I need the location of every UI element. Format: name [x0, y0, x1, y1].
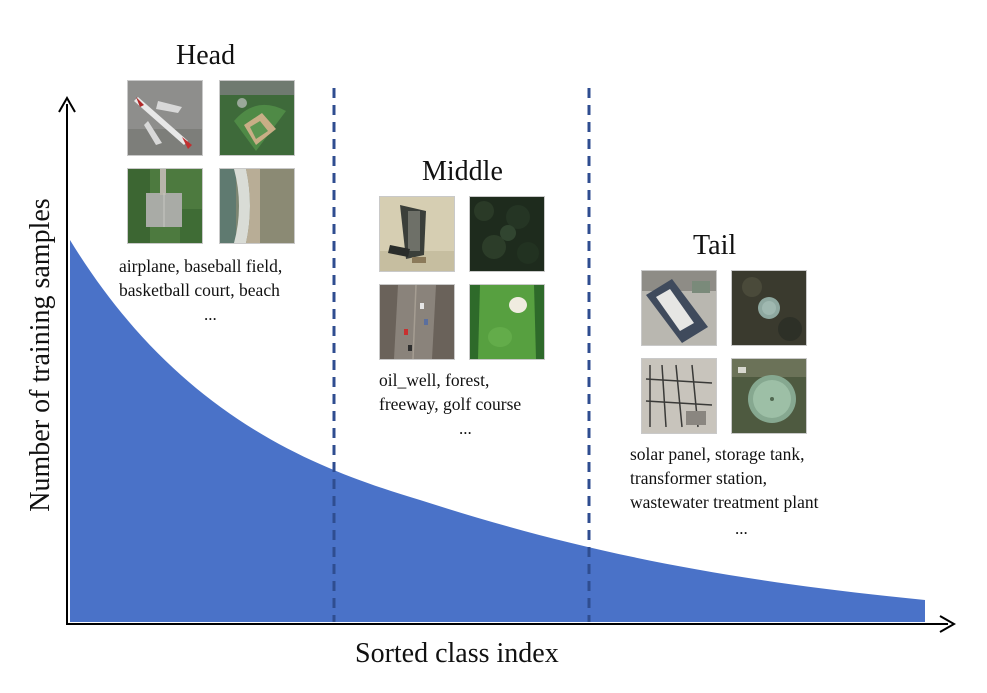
middle-ellipsis: ... [459, 419, 472, 438]
thumb-baseball-field [219, 80, 295, 156]
thumb-airplane [127, 80, 203, 156]
head-title: Head [176, 40, 236, 71]
tail-caption-line-3: wastewater treatment plant [630, 492, 819, 512]
x-axis-arrowhead [939, 615, 957, 633]
thumb-beach [219, 168, 295, 244]
thumb-transformer-station [641, 358, 717, 434]
head-ellipsis: ... [204, 305, 217, 324]
y-axis-arrowhead [58, 95, 76, 113]
thumb-oil-well [379, 196, 455, 272]
thumb-freeway [379, 284, 455, 360]
thumb-forest [469, 196, 545, 272]
head-caption-line-2: basketball court, beach [119, 280, 280, 300]
middle-caption-line-1: oil_well, forest, [379, 370, 490, 390]
thumb-storage-tank [731, 270, 807, 346]
middle-title: Middle [422, 156, 503, 187]
distribution-area [70, 240, 925, 622]
thumb-wastewater-treatment-plant [731, 358, 807, 434]
middle-caption-line-2: freeway, golf course [379, 394, 522, 414]
head-caption-line-1: airplane, baseball field, [119, 256, 283, 276]
tail-title: Tail [693, 230, 737, 261]
tail-caption-line-1: solar panel, storage tank, [630, 444, 805, 464]
tail-ellipsis: ... [735, 519, 748, 538]
thumb-golf-course [469, 284, 545, 360]
thumb-basketball-court [127, 168, 203, 244]
tail-caption-line-2: transformer station, [630, 468, 768, 488]
x-axis-label: Sorted class index [355, 638, 559, 669]
thumb-solar-panel [641, 270, 717, 346]
y-axis-label: Number of training samples [25, 198, 56, 512]
